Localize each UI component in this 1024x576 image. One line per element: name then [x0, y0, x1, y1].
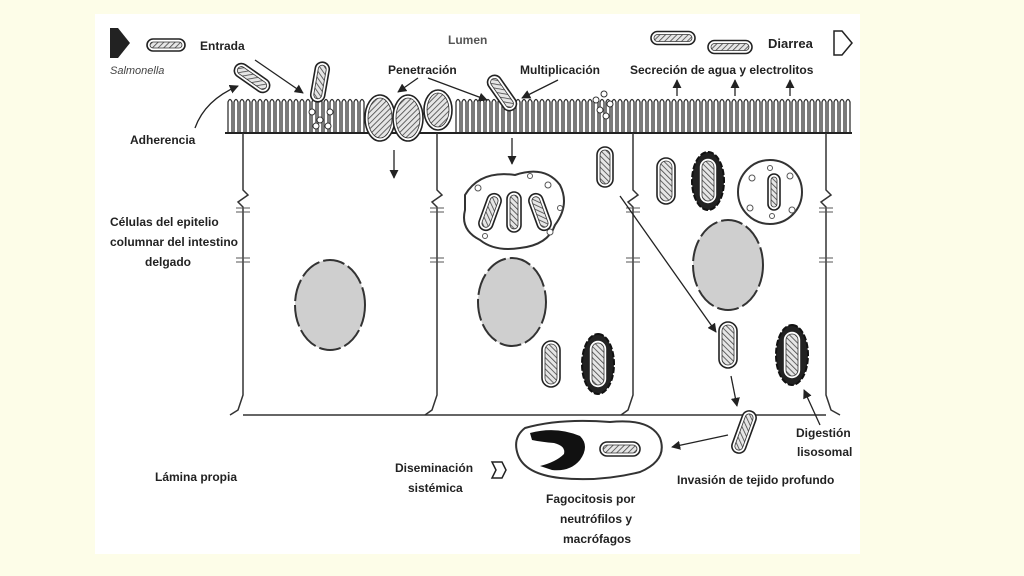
- phagosome-bacterium: [691, 151, 725, 211]
- salmonella-bacterium: [707, 39, 753, 55]
- salmonella-entry-arrow: [110, 28, 130, 58]
- label-salmonella: Salmonella: [110, 65, 164, 77]
- salmonella-bacterium: [718, 321, 738, 369]
- label-diarrea: Diarrea: [768, 36, 814, 51]
- phagocyte-nucleus: [530, 430, 585, 471]
- process-arrows: [194, 59, 821, 450]
- label-penetracion: Penetración: [388, 63, 457, 77]
- label-digestion-2: lisosomal: [797, 445, 852, 459]
- phagosome-bacterium: [775, 324, 809, 386]
- salmonella-bacterium: [656, 157, 676, 205]
- salmonella-bacterium: [364, 94, 396, 142]
- label-diseminacion-1: Diseminación: [395, 461, 473, 475]
- salmonella-bacterium: [486, 74, 518, 112]
- arrow-penetracion-2: [427, 77, 488, 102]
- arrow-migrate: [619, 195, 717, 333]
- label-lumen: Lumen: [448, 33, 487, 47]
- phagosome-bacterium: [581, 333, 615, 395]
- salmonella-bacterium: [599, 441, 641, 457]
- arrow-penetracion-1: [397, 77, 419, 93]
- arrow-multiplicacion: [521, 79, 559, 99]
- salmonella-bacterium: [596, 146, 614, 188]
- cell-junctions: [236, 207, 833, 263]
- nucleus-cell-2: [477, 257, 547, 347]
- salmonella-bacterium: [767, 173, 781, 211]
- arrow-adherencia: [194, 85, 239, 129]
- diseminacion-arrow: [490, 461, 507, 479]
- salmonella-bacterium: [528, 192, 552, 232]
- label-diseminacion-2: sistémica: [408, 481, 463, 495]
- label-lamina: Lámina propia: [155, 470, 237, 484]
- arrow-basal: [730, 375, 740, 407]
- salmonella-bacterium: [478, 192, 502, 232]
- salmonella-bacterium: [392, 94, 424, 142]
- label-adherencia: Adherencia: [130, 133, 196, 147]
- salmonella-bacterium: [233, 62, 271, 94]
- label-digestion-1: Digestión: [796, 426, 851, 440]
- lysosome-vesicles: [746, 165, 796, 219]
- brush-border-microvilli: [227, 98, 851, 133]
- salmonella-bacteria: [146, 30, 809, 457]
- salmonella-bacterium: [146, 38, 186, 52]
- label-secrecion: Secreción de agua y electrolitos: [630, 63, 814, 77]
- salmonella-bacterium: [650, 30, 696, 46]
- label-celulas-2: columnar del intestino: [110, 235, 238, 249]
- salmonella-bacterium: [541, 340, 561, 388]
- salmonella-bacterium: [423, 89, 453, 131]
- nucleus-cell-3: [692, 219, 764, 311]
- arrow-entrada: [254, 59, 304, 94]
- salmonella-bacterium: [731, 410, 757, 454]
- label-celulas-3: delgado: [145, 255, 191, 269]
- surface-vesicles: [308, 90, 614, 130]
- nucleus-cell-1: [294, 259, 366, 351]
- salmonella-bacterium: [506, 191, 522, 233]
- arrow-digestion: [803, 389, 821, 426]
- vacuole-vesicles: [474, 173, 563, 239]
- label-invasion: Invasión de tejido profundo: [677, 473, 834, 487]
- label-celulas-1: Células del epitelio: [110, 215, 219, 229]
- cell-boundaries: [229, 133, 841, 416]
- arrow-to-phagocyte: [671, 434, 729, 450]
- label-entrada: Entrada: [200, 39, 245, 53]
- cell-nuclei: [294, 219, 764, 351]
- salmonella-bacterium: [309, 61, 331, 103]
- label-fagocitosis-3: macrófagos: [563, 532, 631, 546]
- diarrea-arrow: [833, 30, 853, 56]
- label-fagocitosis-1: Fagocitosis por: [546, 492, 636, 506]
- label-multiplicacion: Multiplicación: [520, 63, 600, 77]
- label-fagocitosis-2: neutrófilos y: [560, 512, 632, 526]
